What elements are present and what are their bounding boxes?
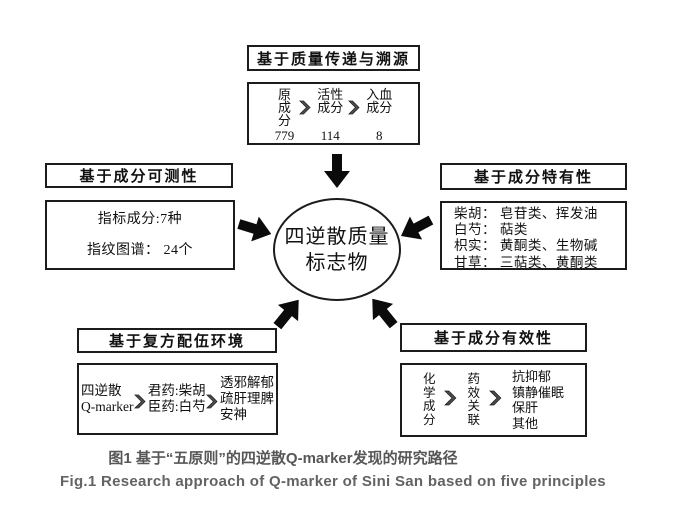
arrow-up-left-icon xyxy=(362,291,404,334)
chevron-right-icon xyxy=(206,394,219,413)
principle-measurability-content: 指标成分:7种 指纹图谱： 24个 xyxy=(45,200,235,270)
arrow-down-left-icon xyxy=(395,209,437,248)
principle-effectiveness-title: 基于成分有效性 xyxy=(400,323,587,352)
transfer-step-original-label: 原 成 分 xyxy=(277,87,291,128)
principle-compatibility-title: 基于复方配伍环境 xyxy=(77,328,277,353)
principle-transfer-content: 原 成 分 779 活性 成分 114 入血 成分 8 xyxy=(247,82,420,145)
principle-specificity-title: 基于成分特有性 xyxy=(440,163,627,190)
chevron-right-icon xyxy=(348,100,361,143)
effectiveness-step-chemical: 化 学 成 分 xyxy=(422,372,436,427)
effectiveness-step-efficacy: 药 效 关 联 xyxy=(467,372,480,427)
transfer-step-blood-label: 入血 成分 xyxy=(366,87,393,115)
figure-caption-chinese: 图1 基于“五原则”的四逆散Q-marker发现的研究路径 xyxy=(108,450,458,467)
principle-compatibility-content: 四逆散 Q-marker 君药:柴胡 臣药:白芍 透邪解郁 疏肝理脾 安神 xyxy=(77,363,278,435)
chevron-right-icon xyxy=(489,390,503,411)
chevron-right-icon xyxy=(134,394,147,413)
arrow-up-right-icon xyxy=(267,292,309,335)
transfer-step-active-label: 活性 成分 xyxy=(317,87,344,115)
center-qmarker-circle: 四逆散质量 标志物 xyxy=(273,198,401,301)
transfer-step-active-count: 114 xyxy=(320,128,340,143)
transfer-step-active: 活性 成分 114 xyxy=(317,88,343,142)
effectiveness-step-effects: 抗抑郁 镇静催眠 保肝 其他 xyxy=(512,369,565,431)
compatibility-step-effects: 透邪解郁 疏肝理脾 安神 xyxy=(220,375,274,422)
arrow-right-icon xyxy=(235,212,275,247)
principle-effectiveness-content: 化 学 成 分 药 效 关 联 抗抑郁 镇静催眠 保肝 其他 xyxy=(400,363,587,437)
transfer-step-original-count: 779 xyxy=(274,128,295,143)
compatibility-step-herbs: 君药:柴胡 臣药:白芍 xyxy=(147,383,206,414)
transfer-step-blood: 入血 成分 8 xyxy=(366,88,392,142)
principle-measurability-title: 基于成分可测性 xyxy=(45,163,233,188)
compatibility-step-qmarker: 四逆散 Q-marker xyxy=(81,383,134,414)
transfer-step-original: 原 成 分 779 xyxy=(275,88,295,142)
chevron-right-icon xyxy=(299,100,312,143)
principle-transfer-title: 基于质量传递与溯源 xyxy=(247,45,420,71)
transfer-step-blood-count: 8 xyxy=(376,128,383,143)
arrow-down-icon xyxy=(324,154,350,188)
principle-specificity-content: 柴胡： 皂苷类、挥发油 白芍： 萜类 枳实： 黄酮类、生物碱 甘草： 三萜类、黄… xyxy=(440,201,627,270)
chevron-right-icon xyxy=(444,390,458,411)
figure-caption-english: Fig.1 Research approach of Q-marker of S… xyxy=(60,473,606,490)
